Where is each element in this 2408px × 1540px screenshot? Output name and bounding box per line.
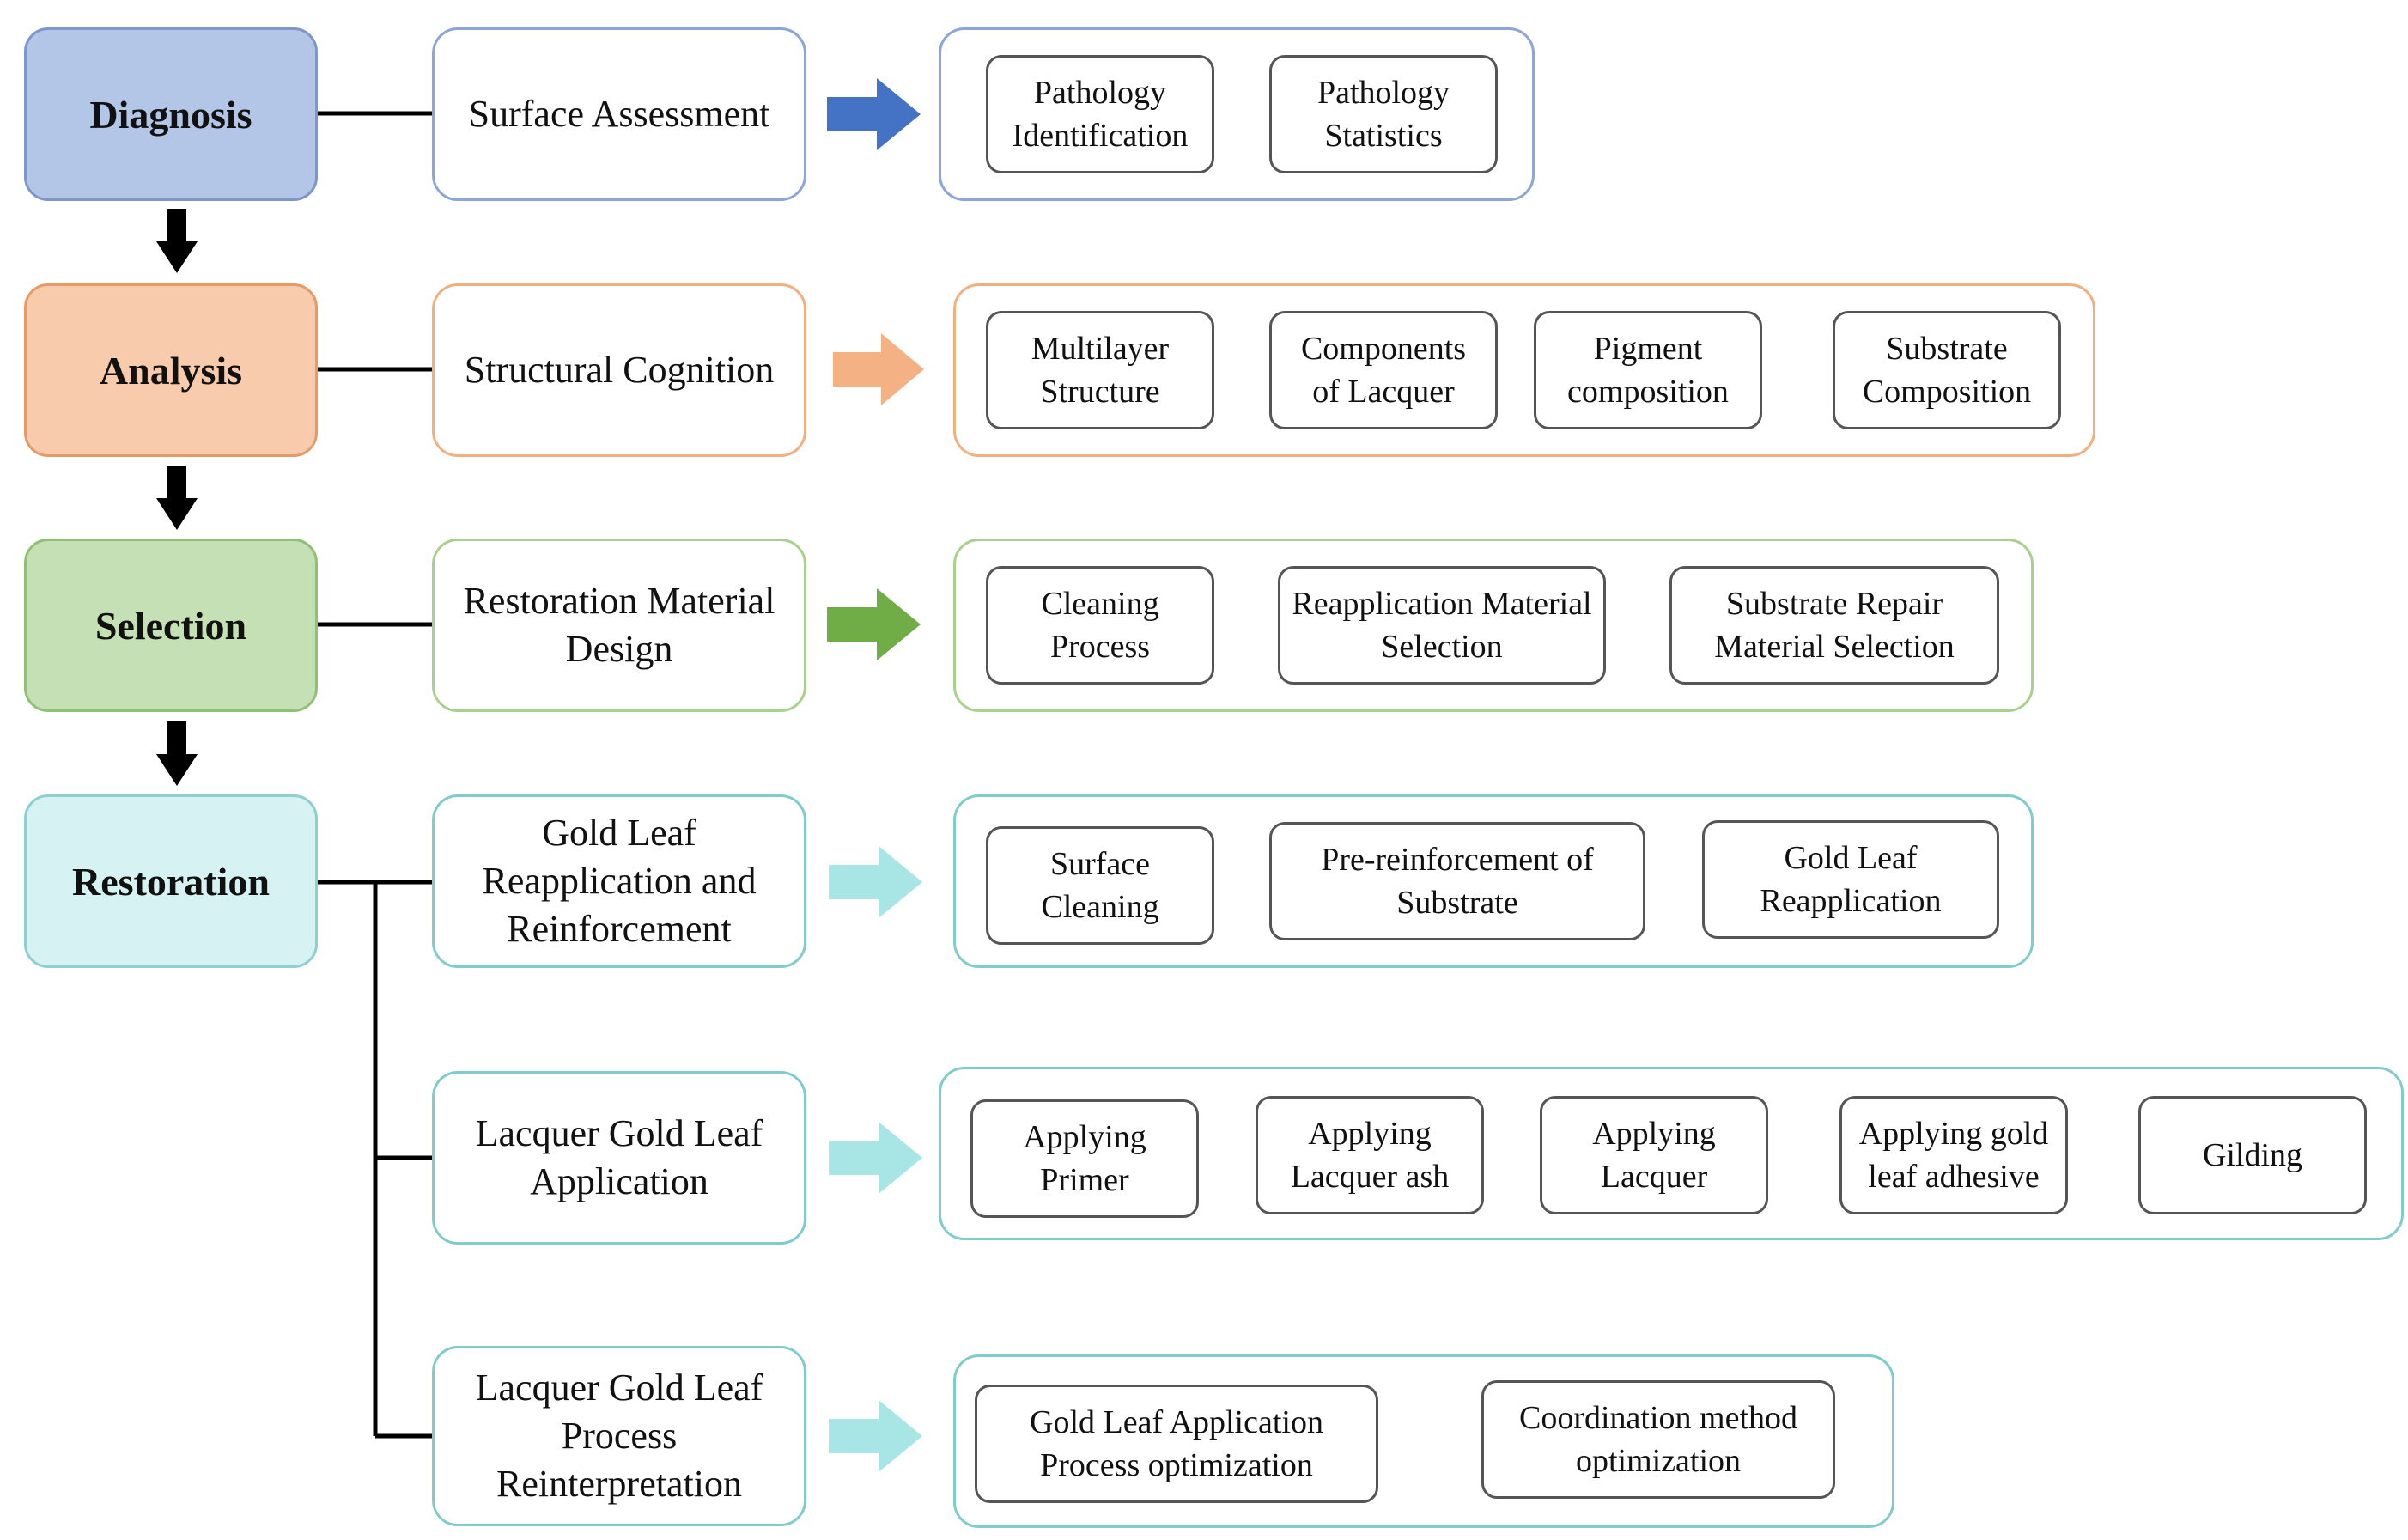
item-coordination-method-optimization: Coordination method optimization (1481, 1380, 1835, 1499)
right-arrow-icon (829, 1400, 922, 1472)
item-applying-gold-leaf-adhesive: Applying gold leaf adhesive (1839, 1096, 2068, 1214)
down-arrow-icon (156, 466, 198, 530)
step-gold-leaf-reapplication: Gold Leaf Reapplication and Reinforcemen… (432, 794, 806, 968)
right-arrow-icon (827, 78, 921, 150)
item-cleaning-process: Cleaning Process (986, 566, 1214, 685)
item-applying-primer: Applying Primer (970, 1099, 1199, 1218)
item-gold-leaf-reapplication: Gold Leaf Reapplication (1702, 820, 1999, 939)
right-arrow-icon (829, 846, 922, 918)
step-surface-assessment: Surface Assessment (432, 27, 806, 201)
stage-diagnosis: Diagnosis (24, 27, 318, 201)
item-applying-lacquer-ash: Applying Lacquer ash (1256, 1096, 1484, 1214)
item-pigment-composition: Pigment composition (1534, 311, 1762, 429)
step-lacquer-gold-leaf-application: Lacquer Gold Leaf Application (432, 1071, 806, 1245)
right-arrow-icon (827, 588, 921, 660)
right-arrow-icon (833, 333, 924, 405)
item-components-of-lacquer: Components of Lacquer (1269, 311, 1498, 429)
step-restoration-material-design: Restoration Material Design (432, 539, 806, 712)
item-surface-cleaning: Surface Cleaning (986, 826, 1214, 945)
right-arrow-icon (829, 1122, 922, 1194)
item-substrate-composition: Substrate Composition (1833, 311, 2061, 429)
item-gilding: Gilding (2138, 1096, 2367, 1214)
item-pathology-statistics: Pathology Statistics (1269, 55, 1498, 173)
item-pre-reinforcement-of-substrate: Pre-reinforcement of Substrate (1269, 822, 1645, 940)
item-multilayer-structure: Multilayer Structure (986, 311, 1214, 429)
step-process-reinterpretation: Lacquer Gold Leaf Process Reinterpretati… (432, 1346, 806, 1526)
stage-restoration: Restoration (24, 794, 318, 968)
stage-selection: Selection (24, 539, 318, 712)
item-pathology-identification: Pathology Identification (986, 55, 1214, 173)
item-gold-leaf-application-process-optimization: Gold Leaf Application Process optimizati… (975, 1385, 1378, 1503)
down-arrow-icon (156, 721, 198, 786)
step-structural-cognition: Structural Cognition (432, 283, 806, 457)
down-arrow-icon (156, 209, 198, 273)
item-reapplication-material-selection: Reapplication Material Selection (1278, 566, 1606, 685)
item-substrate-repair-material-selection: Substrate Repair Material Selection (1669, 566, 1999, 685)
stage-analysis: Analysis (24, 283, 318, 457)
item-applying-lacquer: Applying Lacquer (1540, 1096, 1768, 1214)
